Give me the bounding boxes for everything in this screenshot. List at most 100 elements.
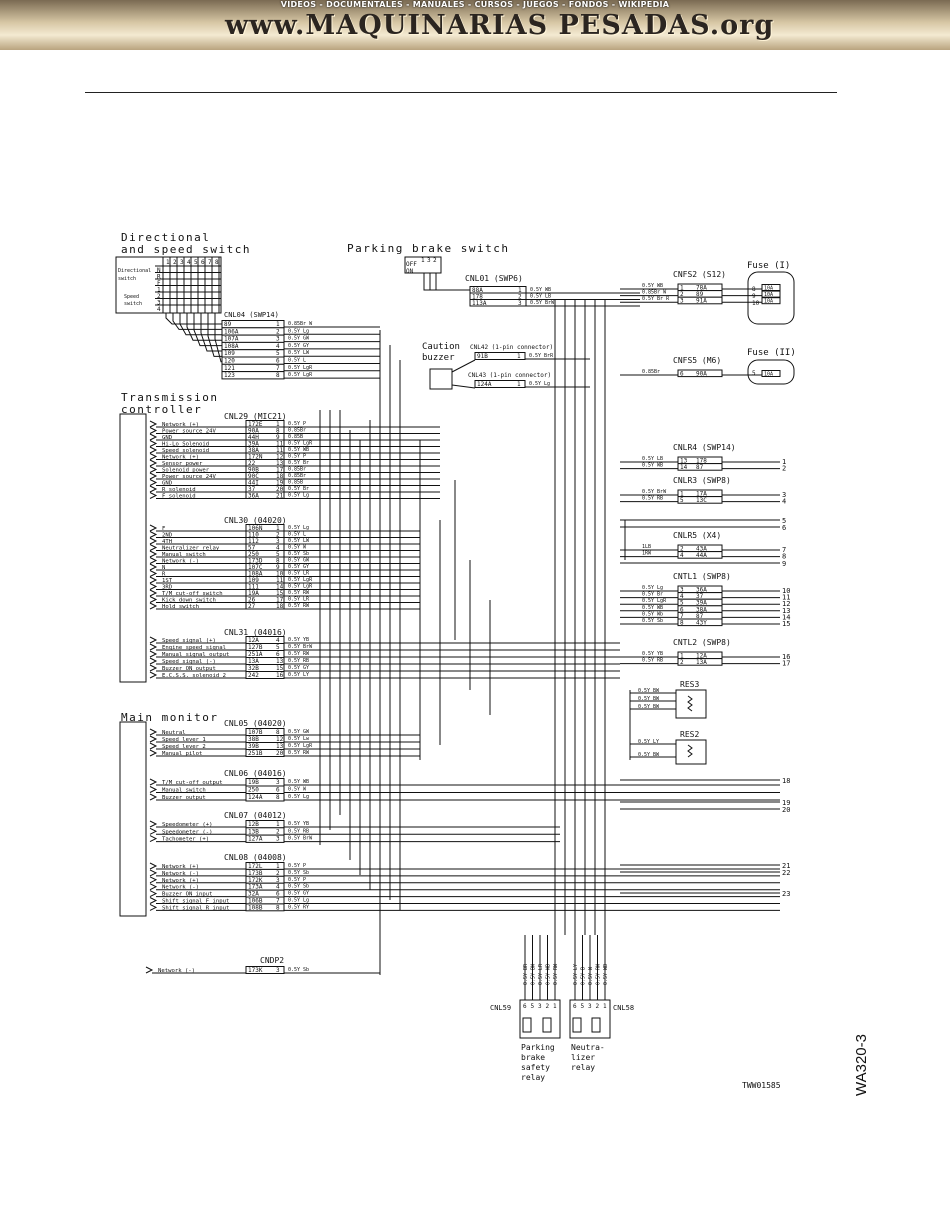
connector-cell [677,463,723,471]
arrow-marker [149,869,158,877]
pin-number: 1 [680,285,684,292]
switch-drop-wire [207,313,222,357]
signal-label: Hold switch [162,604,199,610]
main-monitor-title: Main monitor [121,711,218,724]
arrow-marker [149,835,158,843]
pin-number: 1 [518,287,522,294]
arrow-marker [149,427,158,434]
arrow-marker [149,472,158,480]
wire-spec: 0.5Y L [288,358,306,364]
transmission-subtitle: controller [121,403,202,416]
parking-switch-col: 1 [421,257,425,264]
arrow-marker [149,459,158,467]
wire-spec: 0.5Y Br R [642,296,670,302]
pin-number: 3 [276,538,280,545]
wire-spec: 0.5Y LR [288,597,310,603]
pin-number: 6 [680,606,684,613]
arrow-marker [145,966,154,974]
cndp2-title: CNDP2 [260,956,284,965]
circuit-number: 78A [696,285,707,292]
signal-label: 4TH [162,539,172,545]
transmission-controller-body [119,413,147,683]
circuit-number: 251B [248,750,263,757]
pin-number: 6 [276,651,280,658]
signal-label: GND [162,435,173,441]
pin-number: 3 [680,298,684,305]
switch-drop-wire [186,313,222,341]
circuit-number: 38A [696,606,707,613]
terminal-number: 7 [782,546,786,554]
terminal-number: 13 [782,607,790,615]
wire-spec: 0.5Y WB [288,447,309,453]
circuit-number: 124A [248,794,263,801]
terminal-number: 4 [782,498,786,506]
wire-spec: 0.5Y Sb [288,551,309,557]
relay-pin: 2 [546,1003,550,1010]
terminal-number: 15 [782,620,790,628]
wire-spec: 0.5Y Sb [288,870,309,876]
wire-spec: 0.85B [288,480,303,486]
caution-buzzer-subtitle: buzzer [422,353,455,363]
directional-switch-title: Directional [121,231,210,244]
signal-label: Solenoid power [162,468,210,474]
wire-spec: 0.5Y BW [531,963,537,985]
circuit-number: 13C [696,497,707,504]
circuit-number: 178 [472,294,483,301]
circuit-number: 89 [696,291,704,298]
pin-number: 4 [680,552,684,559]
signal-label: Speed lever 1 [162,737,206,743]
pin-number: 15 [276,590,284,597]
wire-spec: 0.5Y BW [638,704,660,710]
arrow-marker [149,793,158,801]
wire-spec: 0.5Y LW [288,350,310,356]
circuit-number: 88A [472,287,483,294]
circuit-number: 173D [248,558,263,565]
svg-text:WA320-3: WA320-3 [853,1034,870,1096]
pin-number: 3 [518,300,522,307]
circuit-number: 90C [248,473,259,480]
wire-spec: 0.85Br [288,428,306,434]
arrow-marker [149,537,158,545]
pin-number: 3 [276,967,280,974]
wire-spec: 0.5Y WB [530,287,551,293]
wire-spec: 0.5Y BrW [642,489,667,495]
arrow-marker [149,433,158,441]
parking-switch-row: OFF [406,261,417,268]
arrow-marker [149,557,158,564]
cntl1-title: CNTL1 (SWP8) [673,572,731,581]
wire-spec: 0.5Y Lg [529,381,550,387]
pin-number: 13 [276,743,284,750]
cnl30-title: CNL30 (04020) [224,516,287,525]
connector-cell [677,369,723,378]
circuit-number: 13A [248,658,259,665]
wire-spec: 0.5Y W [588,966,594,985]
arrow-marker [149,735,158,743]
circuit-number: 12B [248,821,259,828]
switch-row-label: 3 [157,300,161,307]
banner-site-name[interactable]: www.MAQUINARIAS PESADAS.org [225,10,775,41]
cnl43-title: CNL43 (1-pin connector) [468,372,551,379]
circuit-number: 107C [248,564,263,571]
arrow-marker [149,453,158,460]
fuse-rating: 10A [764,292,773,298]
pin-number: 1 [680,491,684,498]
wire-spec: 0.5Y Lw [288,736,310,742]
circuit-number: 172E [248,421,263,428]
terminal-number: 14 [782,613,790,621]
circuit-number: 17A [696,491,707,498]
pin-number: 2 [276,870,280,877]
connector-cell [245,966,285,974]
pin-number: 12 [276,454,284,461]
pin-number: 2 [518,294,522,301]
pin-number: 17 [276,597,284,604]
signal-label: F [162,526,166,532]
switch-drop-wire [165,313,222,325]
cnl05-title: CNL05 (04020) [224,719,287,728]
wire-spec: 0.5Y Br [288,486,309,492]
circuit-number: 26 [248,597,256,604]
signal-label: 3RD [162,585,173,591]
connector-cell [469,299,527,307]
cnlr4-title: CNLR4 (SWP14) [673,443,736,452]
transmission-title: Transmission [121,391,218,404]
wire-spec: 0.85Br [288,473,306,479]
